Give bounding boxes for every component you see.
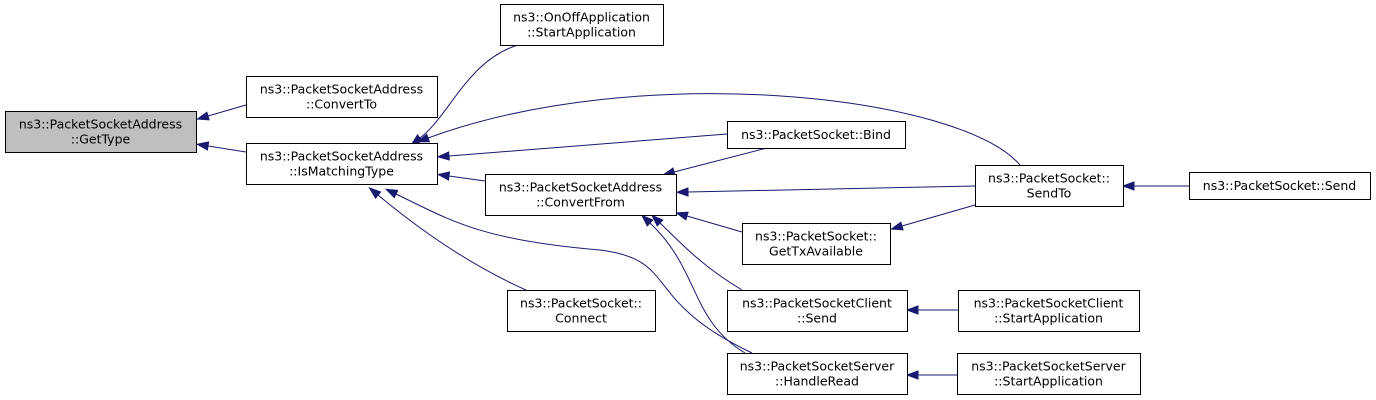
arrowhead bbox=[384, 188, 399, 199]
node-label: GetTxAvailable bbox=[769, 244, 863, 259]
node-box bbox=[500, 4, 664, 46]
node-label: ns3::PacketSocketServer bbox=[971, 359, 1126, 374]
node-box bbox=[727, 121, 906, 149]
arrowhead bbox=[195, 141, 210, 151]
node-label: ns3::PacketSocket::Bind bbox=[741, 127, 891, 142]
edge-client_send-to-convertfrom bbox=[650, 214, 743, 291]
node-label: ::Send bbox=[797, 311, 837, 326]
arrowhead bbox=[196, 111, 210, 121]
node-box bbox=[727, 353, 908, 395]
node-label: ns3::PacketSocketAddress bbox=[499, 180, 662, 195]
edge-sendto-to-ismatchingtype bbox=[416, 93, 1021, 166]
node-label: ns3::PacketSocketClient bbox=[974, 296, 1124, 311]
edge-ismatchingtype-to-gettype bbox=[195, 141, 247, 153]
node-box bbox=[485, 174, 677, 216]
node-box bbox=[727, 290, 908, 332]
arrowhead bbox=[905, 370, 919, 380]
edge-sendto-to-convertfrom bbox=[675, 185, 976, 197]
edge-onoff_start-to-ismatchingtype bbox=[410, 44, 519, 146]
arrowhead bbox=[416, 133, 431, 143]
node-label: ::ConvertTo bbox=[306, 97, 377, 112]
edge-connect-to-ismatchingtype bbox=[368, 187, 527, 291]
edge-send-to-sendto bbox=[1121, 181, 1189, 191]
node-label: ::StartApplication bbox=[527, 25, 636, 40]
edge-sendto-to-gettxavailable bbox=[890, 204, 976, 231]
node-label: ::ConvertFrom bbox=[536, 195, 625, 210]
node-bind[interactable]: ns3::PacketSocket::Bind bbox=[727, 121, 906, 149]
node-label: ::StartApplication bbox=[994, 311, 1103, 326]
node-label: ns3::PacketSocket:: bbox=[988, 171, 1110, 186]
edge-convertto-to-gettype bbox=[196, 104, 247, 121]
arrowhead bbox=[650, 214, 664, 227]
edge-client_start-to-client_send bbox=[905, 305, 958, 315]
node-label: ns3::PacketSocketServer bbox=[740, 359, 895, 374]
node-label: ns3::PacketSocket::Send bbox=[1203, 178, 1356, 193]
edge-server_handleread-to-ismatchingtype bbox=[384, 188, 753, 354]
edge-bind-to-ismatchingtype bbox=[436, 133, 728, 161]
node-label: ns3::PacketSocketAddress bbox=[19, 117, 182, 132]
node-server_start[interactable]: ns3::PacketSocketServer::StartApplicatio… bbox=[957, 353, 1141, 395]
node-ismatchingtype[interactable]: ns3::PacketSocketAddress::IsMatchingType bbox=[246, 143, 438, 185]
node-box bbox=[507, 290, 656, 332]
node-connect[interactable]: ns3::PacketSocket::Connect bbox=[507, 290, 656, 332]
edge-bind-to-convertfrom bbox=[661, 147, 768, 177]
node-label: ns3::PacketSocket:: bbox=[520, 296, 642, 311]
node-client_send[interactable]: ns3::PacketSocketClient::Send bbox=[727, 290, 908, 332]
node-box bbox=[1189, 172, 1371, 200]
node-sendto[interactable]: ns3::PacketSocket::SendTo bbox=[975, 165, 1124, 207]
node-label: ::StartApplication bbox=[994, 374, 1103, 389]
arrowhead bbox=[1121, 181, 1135, 191]
node-gettype[interactable]: ns3::PacketSocketAddress::GetType bbox=[5, 111, 197, 153]
edge-server_start-to-server_handleread bbox=[905, 370, 957, 380]
arrowhead bbox=[675, 211, 689, 221]
arrowhead bbox=[675, 187, 689, 197]
node-box bbox=[246, 76, 438, 118]
node-box bbox=[5, 111, 197, 153]
node-gettxavailable[interactable]: ns3::PacketSocket::GetTxAvailable bbox=[742, 223, 891, 265]
edge-gettxavailable-to-convertfrom bbox=[675, 211, 743, 233]
node-label: Connect bbox=[555, 311, 607, 326]
node-box bbox=[957, 353, 1141, 395]
node-send[interactable]: ns3::PacketSocket::Send bbox=[1189, 172, 1371, 200]
node-convertto[interactable]: ns3::PacketSocketAddress::ConvertTo bbox=[246, 76, 438, 118]
node-label: ::IsMatchingType bbox=[289, 164, 394, 179]
node-label: SendTo bbox=[1027, 186, 1072, 201]
node-box bbox=[958, 290, 1140, 332]
node-label: ns3::PacketSocketAddress bbox=[260, 82, 423, 97]
node-box bbox=[742, 223, 891, 265]
node-box bbox=[975, 165, 1124, 207]
arrowhead bbox=[410, 133, 424, 146]
arrowhead bbox=[640, 214, 654, 227]
node-onoff_start[interactable]: ns3::OnOffApplication::StartApplication bbox=[500, 4, 664, 46]
arrowhead bbox=[905, 305, 919, 315]
edge-convertfrom-to-ismatchingtype bbox=[436, 171, 486, 182]
node-label: ns3::PacketSocketAddress bbox=[260, 149, 423, 164]
node-label: ns3::PacketSocketClient bbox=[742, 296, 892, 311]
node-label: ns3::OnOffApplication bbox=[513, 10, 650, 25]
node-label: ::GetType bbox=[71, 132, 131, 147]
edge-server_handleread-to-convertfrom bbox=[640, 214, 746, 354]
arrowhead bbox=[436, 151, 450, 161]
node-client_start[interactable]: ns3::PacketSocketClient::StartApplicatio… bbox=[958, 290, 1140, 332]
node-convertfrom[interactable]: ns3::PacketSocketAddress::ConvertFrom bbox=[485, 174, 677, 216]
node-server_handleread[interactable]: ns3::PacketSocketServer::HandleRead bbox=[727, 353, 908, 395]
node-label: ns3::PacketSocket:: bbox=[755, 229, 877, 244]
arrowhead bbox=[890, 221, 904, 231]
arrowhead bbox=[436, 171, 451, 181]
arrowhead bbox=[368, 187, 382, 199]
nodes-layer: ns3::PacketSocketAddress::GetTypens3::Pa… bbox=[5, 4, 1371, 395]
node-label: ::HandleRead bbox=[775, 374, 859, 389]
node-box bbox=[246, 143, 438, 185]
edges-layer bbox=[195, 44, 1189, 380]
